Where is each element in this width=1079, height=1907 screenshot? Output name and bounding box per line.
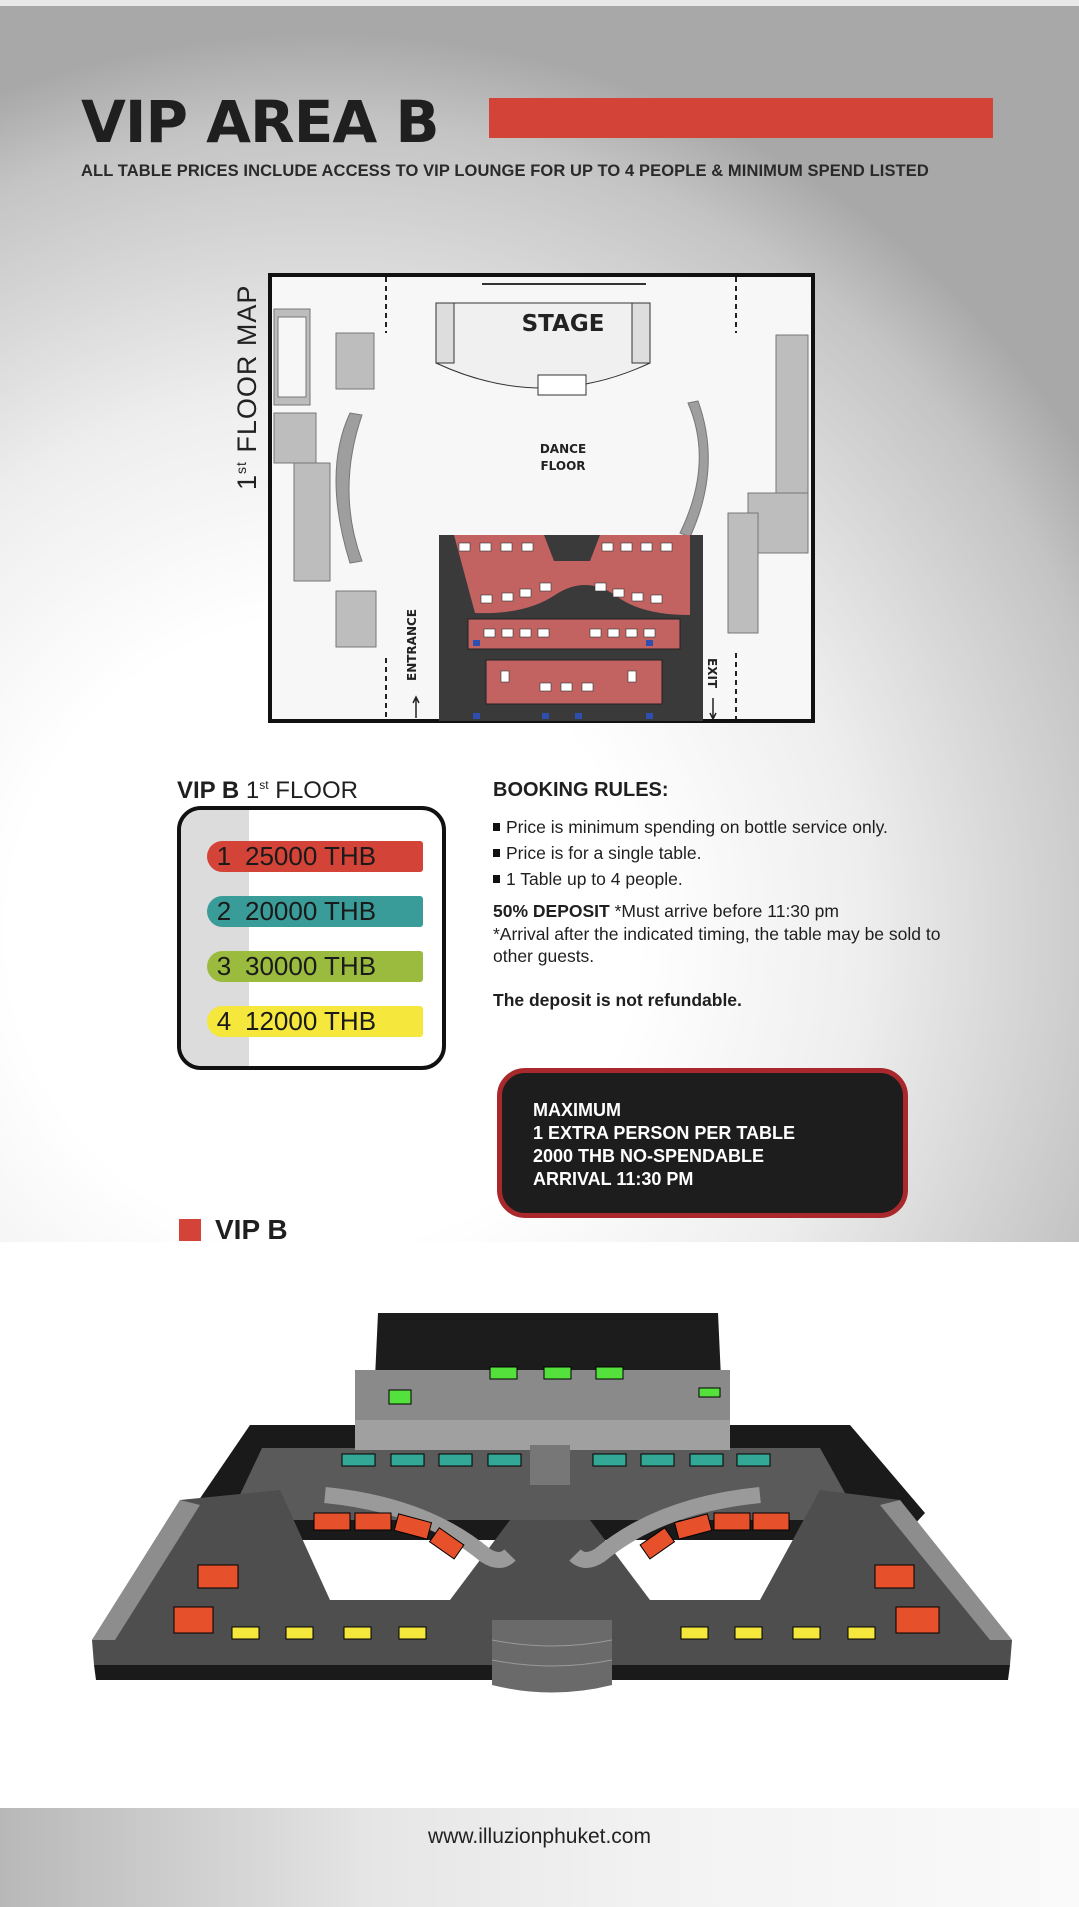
left-lounge (273, 308, 377, 648)
legend-title-sup: st (259, 778, 269, 792)
price-pill-2: 2 20000 THB (207, 896, 423, 927)
legend-title: VIP B 1st FLOOR (177, 777, 358, 805)
bullet-icon (493, 849, 500, 857)
dance-floor-label-2: FLOOR (540, 459, 585, 473)
pill-number: 2 (216, 896, 232, 926)
max-line: 2000 THB NO-SPENDABLE (533, 1146, 765, 1166)
rule-text: Price is for a single table. (506, 843, 702, 863)
deposit-bold: 50% DEPOSIT (493, 901, 610, 921)
floor-map: STAGE DANCE FLOOR ENTRANCE EXIT (268, 273, 815, 723)
max-line: 1 EXTRA PERSON PER TABLE (533, 1123, 796, 1143)
exit-label: EXIT (705, 658, 719, 689)
booking-rules: BOOKING RULES: Price is minimum spending… (493, 779, 973, 1011)
vip-b-tables (458, 542, 673, 692)
price-legend: 1 25000 THB 2 20000 THB 3 30000 THB 4 12000 … (177, 806, 446, 1070)
website-link[interactable]: www.illuzionphuket.com (428, 1825, 651, 1848)
floor-map-text: FLOOR MAP (232, 284, 262, 462)
rule-text: 1 Table up to 4 people. (506, 869, 683, 889)
exit-arrow-icon (709, 698, 717, 721)
dance-floor-label: DANCE (540, 442, 586, 456)
pill-price: 30000 THB (245, 951, 377, 981)
bullet-icon (493, 823, 500, 831)
entrance-arrow-icon (412, 695, 420, 718)
footer: www.illuzionphuket.com (0, 1808, 1079, 1907)
rule-item: 1 Table up to 4 people. (493, 866, 973, 892)
pill-price: 12000 THB (245, 1006, 377, 1036)
section-label-text: VIP B (215, 1214, 288, 1245)
pill-number: 1 (216, 841, 232, 871)
legend-title-rest: FLOOR (268, 777, 358, 804)
stage-label: STAGE (522, 311, 605, 337)
rule-item: Price is minimum spending on bottle serv… (493, 814, 973, 840)
section-label: VIP B (179, 1214, 288, 1246)
max-line: ARRIVAL 11:30 PM (533, 1169, 694, 1189)
floor-sup: st (233, 461, 249, 474)
price-pill-1: 1 25000 THB (207, 841, 423, 872)
vip-b-3d-render (92, 1313, 1012, 1693)
page-title: VIP AREA B (81, 88, 440, 156)
top-border (0, 0, 1079, 6)
pill-number: 3 (216, 951, 232, 981)
arrival-note: *Arrival after the indicated timing, the… (493, 923, 941, 967)
legend-title-num: 1 (239, 777, 260, 804)
legend-title-bold: VIP B (177, 777, 240, 804)
deposit-text: *Must arrive before 11:30 pm (609, 901, 839, 921)
red-square-icon (179, 1219, 201, 1241)
entrance-label: ENTRANCE (405, 609, 419, 681)
booking-rules-title: BOOKING RULES: (493, 779, 669, 801)
rule-text: Price is minimum spending on bottle serv… (506, 817, 888, 837)
pill-price: 20000 THB (245, 896, 377, 926)
max-person-box: MAXIMUM 1 EXTRA PERSON PER TABLE 2000 TH… (497, 1068, 908, 1218)
right-lounge (679, 334, 809, 634)
pill-price: 25000 THB (245, 841, 377, 871)
pill-number: 4 (216, 1006, 232, 1036)
deposit-rule: 50% DEPOSIT *Must arrive before 11:30 pm… (493, 900, 973, 968)
price-pill-4: 4 12000 THB (207, 1006, 423, 1037)
floor-num: 1 (232, 473, 262, 490)
max-line: MAXIMUM (533, 1100, 621, 1120)
bullet-icon (493, 875, 500, 883)
rule-item: Price is for a single table. (493, 840, 973, 866)
render-tables (173, 1366, 940, 1640)
vip-b-area (439, 535, 703, 721)
not-refundable-note: The deposit is not refundable. (493, 989, 742, 1010)
price-pill-3: 3 30000 THB (207, 951, 423, 982)
title-accent-bar (489, 98, 993, 138)
page-subtitle: ALL TABLE PRICES INCLUDE ACCESS TO VIP L… (81, 162, 929, 180)
dotted-lines (385, 277, 737, 719)
stage (435, 283, 651, 396)
floor-map-label: 1st FLOOR MAP (232, 285, 263, 490)
